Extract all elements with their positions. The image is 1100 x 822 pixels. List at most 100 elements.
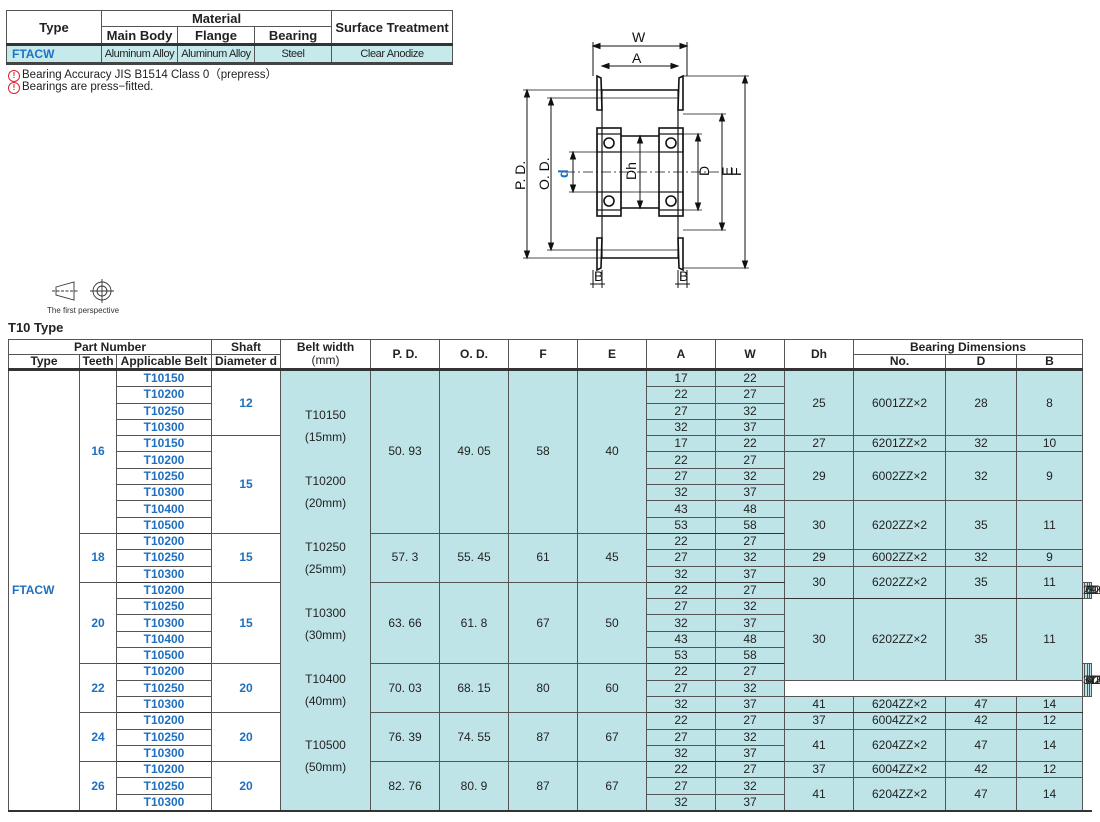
bearing-d-cell: 35 (945, 565, 1017, 600)
f-cell: 58 (508, 369, 578, 534)
a-header: A (646, 339, 716, 371)
dh-cell: 37 (784, 712, 854, 730)
a-cell: 22 (646, 761, 716, 779)
f-cell: 67 (508, 581, 578, 665)
bearing-no-cell: 6202ZZ×2 (853, 500, 946, 551)
w-cell: 27 (715, 712, 785, 730)
bearing-header: Bearing (253, 26, 333, 45)
teeth-cell: 24 (79, 712, 117, 763)
bearing-no-cell: 6202ZZ×2 (853, 565, 946, 600)
teeth-header: Teeth (79, 354, 117, 371)
pd-cell: 50. 93 (370, 369, 440, 534)
w-cell: 32 (715, 777, 785, 795)
a-cell: 22 (646, 532, 716, 551)
caution-icon: ! (8, 70, 20, 82)
w-cell: 48 (715, 630, 785, 649)
applicable-belt-cell: T10400 (116, 500, 212, 518)
applicable-belt-cell: T10300 (116, 744, 212, 763)
applicable-belt-cell: T10250 (116, 467, 212, 486)
bearing-d-cell: 47 (945, 777, 1017, 812)
e-header: E (577, 339, 647, 371)
bearing-b-cell: 12 (1088, 663, 1100, 697)
w-cell: 37 (715, 565, 785, 583)
surface-value: Clear Anodize (331, 44, 454, 64)
bearing-d-header: D (945, 354, 1017, 371)
w-cell: 37 (715, 793, 785, 812)
a-cell: 27 (646, 679, 716, 697)
a-cell: 32 (646, 695, 716, 714)
part-number-header: Part Number (8, 339, 212, 355)
w-cell: 27 (715, 386, 785, 404)
applicable-belt-cell: T10500 (116, 516, 212, 534)
bearing-b-cell: 11 (1015, 565, 1084, 600)
applicable-belt-cell: T10200 (116, 581, 212, 600)
type-cell: FTACW (8, 369, 80, 812)
bearing-b-cell: 11 (1015, 598, 1084, 681)
pd-cell: 82. 76 (370, 761, 440, 812)
a-cell: 27 (646, 402, 716, 420)
a-cell: 22 (646, 712, 716, 730)
shaft-cell: 15 (211, 581, 281, 665)
e-cell: 50 (577, 581, 647, 665)
bearing-no-header: No. (853, 354, 946, 371)
applicable-belt-cell: T10500 (116, 647, 212, 665)
type-header: Type (8, 354, 80, 371)
bearing-d-cell: 47 (945, 695, 1017, 714)
bearing-no-cell: 6201ZZ×2 (853, 435, 946, 453)
a-cell: 22 (646, 386, 716, 404)
a-cell: 32 (646, 418, 716, 437)
applicable-belt-cell: T10300 (116, 565, 212, 583)
f-header: F (508, 339, 578, 371)
teeth-cell: 22 (79, 663, 117, 714)
bearing-d-cell: 32 (1086, 581, 1100, 600)
od-cell: 74. 55 (439, 712, 509, 763)
shaft-header-2: Diameter d (211, 354, 281, 371)
w-cell: 22 (715, 435, 785, 453)
bearing-d-cell: 42 (945, 761, 1017, 779)
e-cell: 67 (577, 761, 647, 812)
bearing-d-cell: 35 (945, 598, 1017, 681)
a-cell: 27 (646, 598, 716, 616)
note-press-fitted: !Bearings are press−fitted. (8, 81, 153, 94)
applicable-belt-cell: T10300 (116, 793, 212, 812)
bearing-d-cell: 32 (945, 451, 1017, 502)
bearing-no-cell: 6001ZZ×2 (853, 368, 946, 437)
first-angle-projection-icon (52, 279, 114, 303)
bearing-b-cell: 8 (1015, 368, 1084, 437)
main-body-value: Aluminum Alloy (101, 44, 178, 64)
w-cell: 27 (715, 761, 785, 779)
pd-cell: 70. 03 (370, 663, 440, 714)
a-cell: 32 (646, 484, 716, 502)
dim-F: F (728, 167, 744, 176)
bearing-no-cell: 6204ZZ×2 (853, 695, 946, 714)
bearing-value: Steel (253, 44, 333, 64)
belt-width-cell: T10150 (15mm) T10200 (20mm) T10250 (25mm… (280, 369, 371, 812)
a-cell: 53 (646, 516, 716, 534)
dh-cell: 27 (784, 435, 854, 453)
dh-cell: 29 (784, 549, 854, 567)
e-cell: 60 (577, 663, 647, 714)
bearing-no-cell: 6004ZZ×2 (853, 761, 946, 779)
a-cell: 32 (646, 793, 716, 812)
applicable-belt-cell: T10250 (116, 402, 212, 420)
od-cell: 55. 45 (439, 532, 509, 583)
applicable-belt-cell: T10200 (116, 451, 212, 469)
bearing-b-cell: 14 (1015, 777, 1084, 812)
w-cell: 22 (715, 368, 785, 388)
applicable-belt-header: Applicable Belt (116, 354, 212, 371)
w-cell: 32 (715, 402, 785, 420)
pd-cell: 76. 39 (370, 712, 440, 763)
dh-cell: 25 (784, 368, 854, 437)
dim-OD: O. D. (536, 157, 552, 190)
bearing-b-cell: 10 (1015, 435, 1084, 453)
